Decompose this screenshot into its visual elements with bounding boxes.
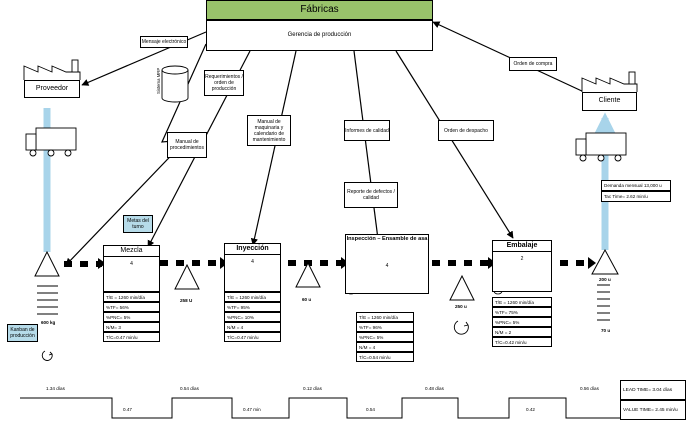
- push-arrow: [552, 260, 592, 266]
- database-icon: [161, 65, 189, 103]
- inventory-after-inspeccion: 250 u: [455, 304, 467, 309]
- inventory-triangle: [295, 261, 321, 288]
- factory-title-box: Fábricas: [206, 0, 433, 20]
- inventory-after-inyeccion: 60 u: [302, 297, 312, 302]
- takt-time: Tac Time= 2.62 min/u: [601, 191, 671, 202]
- kanban-box: Kanban de producción: [7, 324, 38, 342]
- supplier-truck-icon: [25, 127, 77, 157]
- process-embalaje: Embalaje 2: [492, 240, 552, 292]
- customer-truck-icon: [575, 132, 627, 162]
- customer-factory-icon: [581, 71, 638, 92]
- supplier-factory-icon: [23, 59, 81, 80]
- timeline-cycle: 0.47 min: [243, 407, 261, 412]
- flow-customer-factory: [432, 21, 585, 93]
- timeline-wait: 0.54 días: [180, 386, 199, 391]
- dispatch-order-box: Orden de despacho: [438, 120, 494, 141]
- lead-time-box: LEAD TIME= 3.04 días: [620, 380, 686, 400]
- inventory-finished-bottom: 70 u: [601, 328, 611, 333]
- database-label: Sistema MRP: [156, 67, 161, 94]
- push-arrow: [428, 260, 492, 266]
- timeline-cycle: 0.42: [526, 407, 535, 412]
- timeline-line: [20, 397, 620, 419]
- timeline-wait: 0.12 días: [303, 386, 322, 391]
- timeline-wait: 1.34 días: [46, 386, 65, 391]
- process-inspeccion: Inspección – Ensamble de asa 4: [345, 234, 429, 294]
- inventory-triangle: [34, 250, 60, 277]
- stack-lines-left: [37, 285, 58, 315]
- defect-report-box: Reporte de defectos / calidad: [344, 182, 398, 208]
- factory-subtitle: Gerencia de producción: [287, 31, 352, 38]
- flow-quality: [353, 50, 382, 248]
- timeline-wait: 0.48 días: [425, 386, 444, 391]
- stack-lines-right: [597, 284, 610, 321]
- timeline-wait: 0.56 días: [580, 386, 599, 391]
- procedures-box: Manual de procedimientos: [167, 132, 207, 158]
- electronic-message-box: Mensaje electrónico: [140, 36, 188, 48]
- inventory-triangle: [174, 263, 200, 290]
- customer-demand: Demanda mensual 13,000 u: [601, 180, 671, 191]
- inventory-triangle: [591, 248, 619, 275]
- flow-maquinaria: [250, 50, 297, 246]
- supplier-box: Proveedor: [24, 80, 80, 98]
- factory-title: Fábricas: [300, 4, 339, 15]
- inventory-raw: 600 kg: [41, 320, 56, 325]
- cycle-icon: [41, 320, 469, 361]
- push-arrow: [281, 260, 345, 266]
- customer-label: Cliente: [598, 97, 621, 105]
- supplier-label: Proveedor: [35, 84, 69, 92]
- quality-reports-box: Informes de calidad: [344, 120, 390, 141]
- requirements-box: Requerimientos / orden de producción: [204, 70, 244, 96]
- customer-box: Cliente: [582, 92, 637, 111]
- process-inyeccion: Inyección 4: [224, 243, 281, 292]
- flow-dispatch: [395, 50, 514, 239]
- factory-subtitle-box: Gerencia de producción: [206, 20, 433, 51]
- turn-goals-box: Metas del turno: [123, 215, 153, 233]
- push-arrow: [160, 260, 224, 266]
- inventory-after-mezcla: 258 U: [180, 298, 193, 303]
- purchase-order-box: Orden de compra: [509, 57, 557, 71]
- process-mezcla: Mezcla 4: [103, 245, 160, 292]
- inventory-finished: 200 u: [599, 277, 611, 282]
- timeline-cycle: 0.54: [366, 407, 375, 412]
- maquinaria-box: Manual de maquinaria y calendario de man…: [247, 115, 291, 146]
- inventory-triangle: [449, 274, 475, 301]
- timeline-cycle: 0.47: [123, 407, 132, 412]
- push-arrow: [60, 261, 102, 267]
- value-time-box: VALUE TIME= 2.45 min/u: [620, 400, 686, 420]
